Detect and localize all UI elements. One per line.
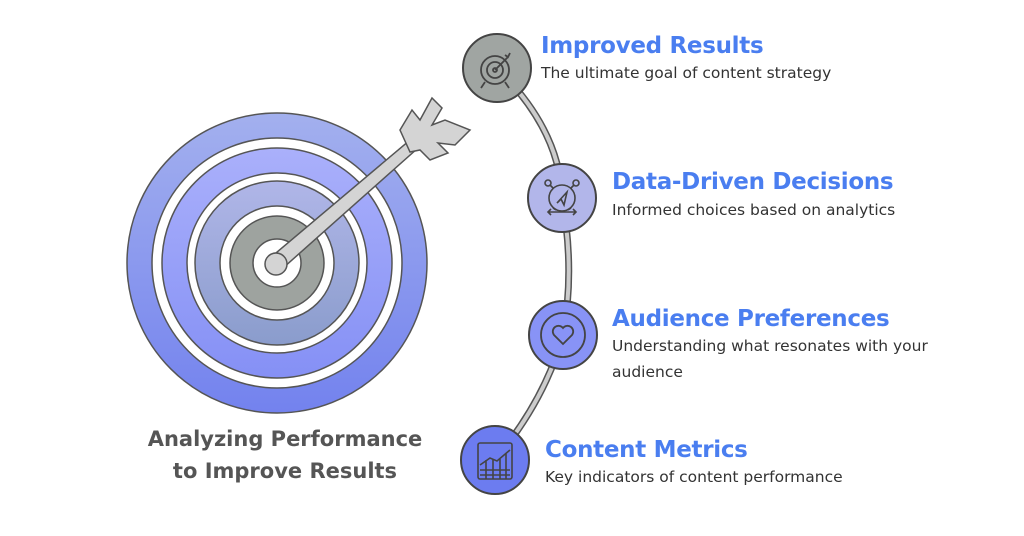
heart-icon bbox=[540, 312, 586, 358]
item-title-data-driven: Data-Driven Decisions bbox=[612, 169, 894, 195]
item-desc-data-driven: Informed choices based on analytics bbox=[612, 201, 896, 219]
item-desc-audience-line2: audience bbox=[612, 363, 683, 381]
item-desc-audience-line1: Understanding what resonates with your bbox=[612, 337, 928, 355]
node-improved-results bbox=[462, 33, 532, 103]
main-title-line2: to Improve Results bbox=[172, 459, 398, 483]
main-title-line1: Analyzing Performance bbox=[147, 427, 423, 451]
target-icon bbox=[480, 52, 511, 89]
main-title: Analyzing Performance to Improve Results bbox=[130, 423, 440, 487]
item-title-content-metrics: Content Metrics bbox=[545, 437, 748, 463]
item-title-audience: Audience Preferences bbox=[612, 306, 890, 332]
node-data-driven bbox=[527, 163, 597, 233]
item-desc-audience: Understanding what resonates with your a… bbox=[612, 333, 928, 385]
node-audience bbox=[528, 300, 598, 370]
item-desc-content-metrics: Key indicators of content performance bbox=[545, 468, 843, 486]
item-desc-improved-results: The ultimate goal of content strategy bbox=[541, 64, 832, 82]
arrow bbox=[264, 96, 472, 276]
chart-grid-icon bbox=[477, 442, 513, 480]
node-content-metrics bbox=[460, 425, 530, 495]
connector-curve bbox=[492, 65, 573, 463]
item-title-improved-results: Improved Results bbox=[541, 33, 764, 59]
navigation-arrows-icon bbox=[544, 179, 580, 216]
